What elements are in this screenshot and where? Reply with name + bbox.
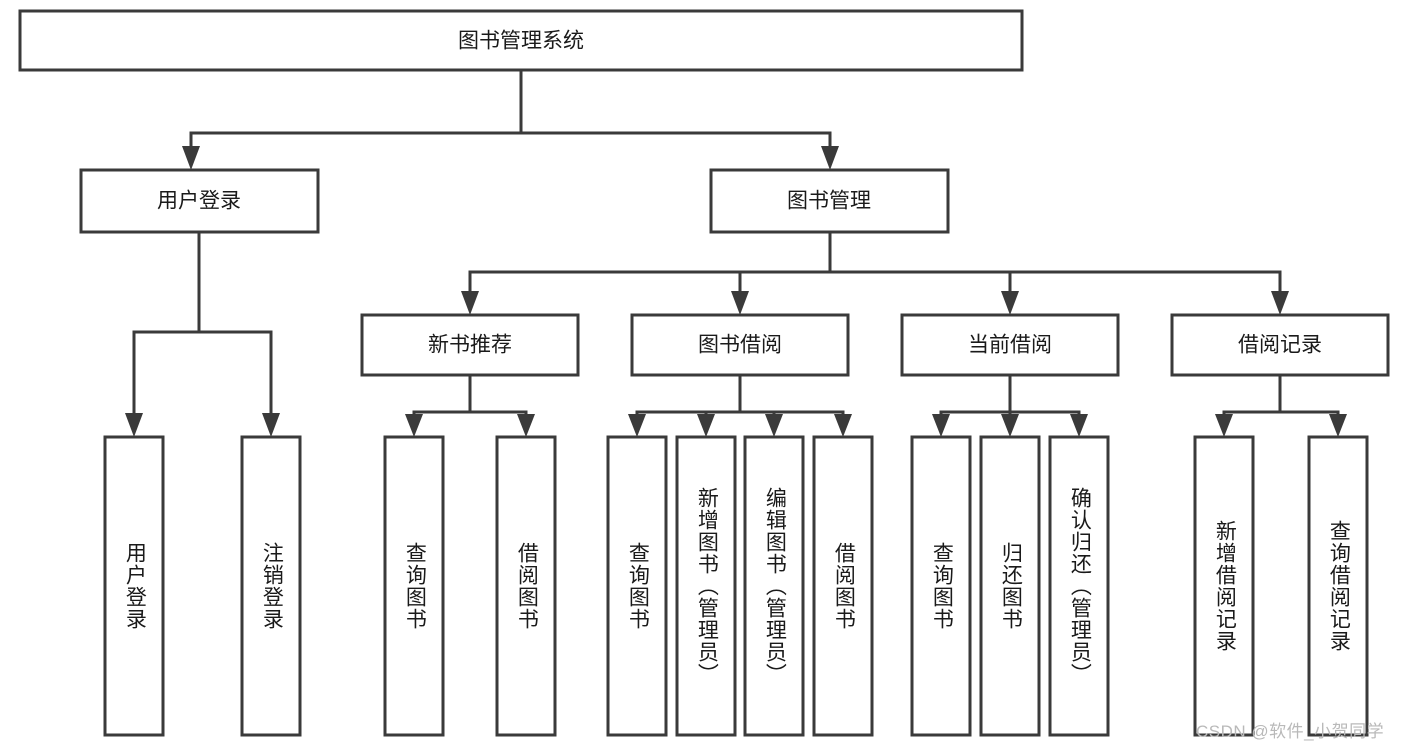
arrowhead-leaf-cur-return — [1001, 414, 1019, 437]
arrowhead-user-login — [182, 146, 200, 170]
node-box-book-borrow[interactable] — [630, 313, 850, 377]
connector-group-book-manage — [461, 230, 1289, 315]
arrowhead-leaf-rec-query — [405, 414, 423, 437]
arrowhead-borrow-record — [1271, 291, 1289, 315]
node-label-current-borrow: 当前借阅 — [968, 334, 1052, 357]
node-box-user-login[interactable] — [79, 168, 320, 234]
arrowhead-leaf-borrow-query — [628, 414, 646, 437]
node-box-borrow-record[interactable] — [1170, 313, 1390, 377]
node-box-leaf-cur-query[interactable] — [910, 435, 972, 737]
node-box-leaf-borrow-query[interactable] — [606, 435, 668, 737]
arrowhead-book-manage — [821, 146, 839, 170]
node-box-leaf-rec-query[interactable] — [383, 435, 445, 737]
arrowhead-current-borrow — [1001, 291, 1019, 315]
node-box-new-book-rec[interactable] — [360, 313, 580, 377]
arrowhead-leaf-rec-query2 — [1329, 414, 1347, 437]
node-label-book-manage: 图书管理 — [787, 190, 871, 213]
node-box-leaf-borrow-borrow[interactable] — [812, 435, 874, 737]
node-box-current-borrow[interactable] — [900, 313, 1120, 377]
node-box-leaf-rec-borrow[interactable] — [495, 435, 557, 737]
node-label-user-login: 用户登录 — [157, 190, 241, 213]
node-label-borrow-record: 借阅记录 — [1238, 334, 1322, 357]
node-box-leaf-rec-query2[interactable] — [1307, 435, 1369, 737]
connector-group-root — [182, 68, 839, 170]
node-box-leaf-cur-return[interactable] — [979, 435, 1041, 737]
connector-group-book-borrow — [628, 373, 852, 437]
node-box-leaf-rec-add[interactable] — [1193, 435, 1255, 737]
arrowhead-leaf-user-login — [125, 413, 143, 437]
node-box-root[interactable] — [18, 9, 1024, 72]
connector-group-user-login — [125, 230, 280, 437]
arrowhead-leaf-borrow-borrow — [834, 414, 852, 437]
node-box-leaf-user-login[interactable] — [103, 435, 165, 737]
node-label-new-book-rec: 新书推荐 — [428, 334, 512, 357]
arrowhead-leaf-rec-borrow — [517, 414, 535, 437]
arrowhead-leaf-rec-add — [1215, 414, 1233, 437]
arrowhead-new-book-rec — [461, 291, 479, 315]
connector-group-new-book-rec — [405, 373, 535, 437]
arrowhead-leaf-cur-query — [932, 414, 950, 437]
arrowhead-leaf-cur-confirm — [1070, 414, 1088, 437]
node-label-root: 图书管理系统 — [458, 30, 584, 53]
node-box-leaf-borrow-edit[interactable] — [743, 435, 805, 737]
node-box-leaf-user-logout[interactable] — [240, 435, 302, 737]
arrowhead-book-borrow — [731, 291, 749, 315]
connector-group-borrow-record — [1215, 373, 1347, 437]
arrowhead-leaf-borrow-edit — [765, 414, 783, 437]
csdn-watermark: CSDN @软件_小贺同学 — [1196, 722, 1385, 741]
node-box-book-manage[interactable] — [709, 168, 950, 234]
node-box-leaf-borrow-add[interactable] — [675, 435, 737, 737]
node-label-book-borrow: 图书借阅 — [698, 334, 782, 357]
arrowhead-leaf-user-logout — [262, 413, 280, 437]
node-box-leaf-cur-confirm[interactable] — [1048, 435, 1110, 737]
connector-group-current-borrow — [932, 373, 1088, 437]
arrowhead-leaf-borrow-add — [697, 414, 715, 437]
